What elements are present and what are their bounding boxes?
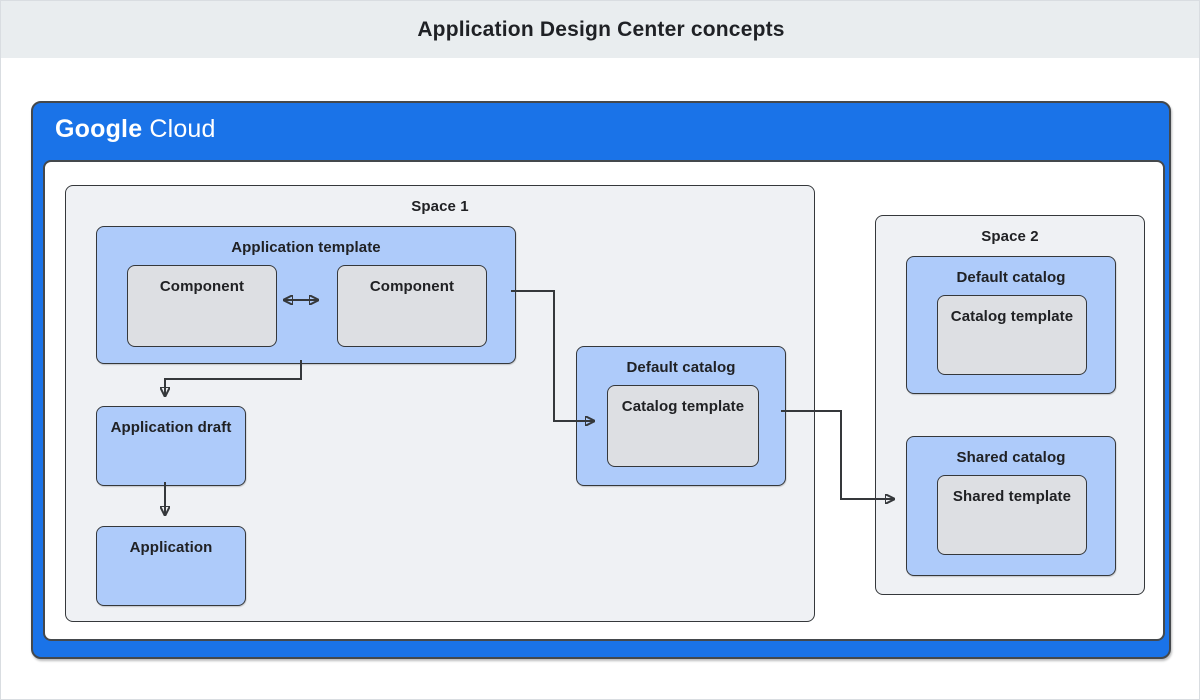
default-catalog-box-space1: Default catalog Catalog template	[576, 346, 786, 486]
space-1-title: Space 1	[411, 198, 469, 215]
application-draft-box: Application draft	[96, 406, 246, 486]
default-catalog-space1-title: Default catalog	[626, 359, 736, 376]
logo-google-text: Google	[55, 115, 143, 143]
application-label: Application	[129, 539, 213, 556]
logo-cloud-text: Cloud	[149, 115, 216, 143]
project-panel: Space 1 Application template Component C…	[43, 160, 1165, 641]
space-2-container: Space 2 Default catalog Catalog template…	[875, 215, 1145, 595]
shared-template-label: Shared template	[952, 488, 1072, 505]
page-title: Application Design Center concepts	[417, 18, 785, 41]
default-catalog-box-space2: Default catalog Catalog template	[906, 256, 1116, 394]
shared-template-box: Shared template	[937, 475, 1087, 555]
shared-catalog-box: Shared catalog Shared template	[906, 436, 1116, 576]
shared-catalog-title: Shared catalog	[956, 449, 1066, 466]
catalog-template-space1-label: Catalog template	[621, 398, 745, 415]
application-draft-label: Application draft	[110, 419, 232, 436]
application-template-title: Application template	[231, 239, 381, 256]
component-left-label: Component	[159, 278, 245, 295]
application-box: Application	[96, 526, 246, 606]
space-1-container: Space 1 Application template Component C…	[65, 185, 815, 622]
application-template-box: Application template Component Component	[96, 226, 516, 364]
component-box-left: Component	[127, 265, 277, 347]
component-right-label: Component	[369, 278, 455, 295]
title-banner: Application Design Center concepts	[1, 1, 1199, 58]
default-catalog-space2-title: Default catalog	[956, 269, 1066, 286]
space-2-title: Space 2	[981, 228, 1039, 245]
component-box-right: Component	[337, 265, 487, 347]
catalog-template-box-space2: Catalog template	[937, 295, 1087, 375]
catalog-template-space2-label: Catalog template	[950, 308, 1074, 325]
catalog-template-box-space1: Catalog template	[607, 385, 759, 467]
